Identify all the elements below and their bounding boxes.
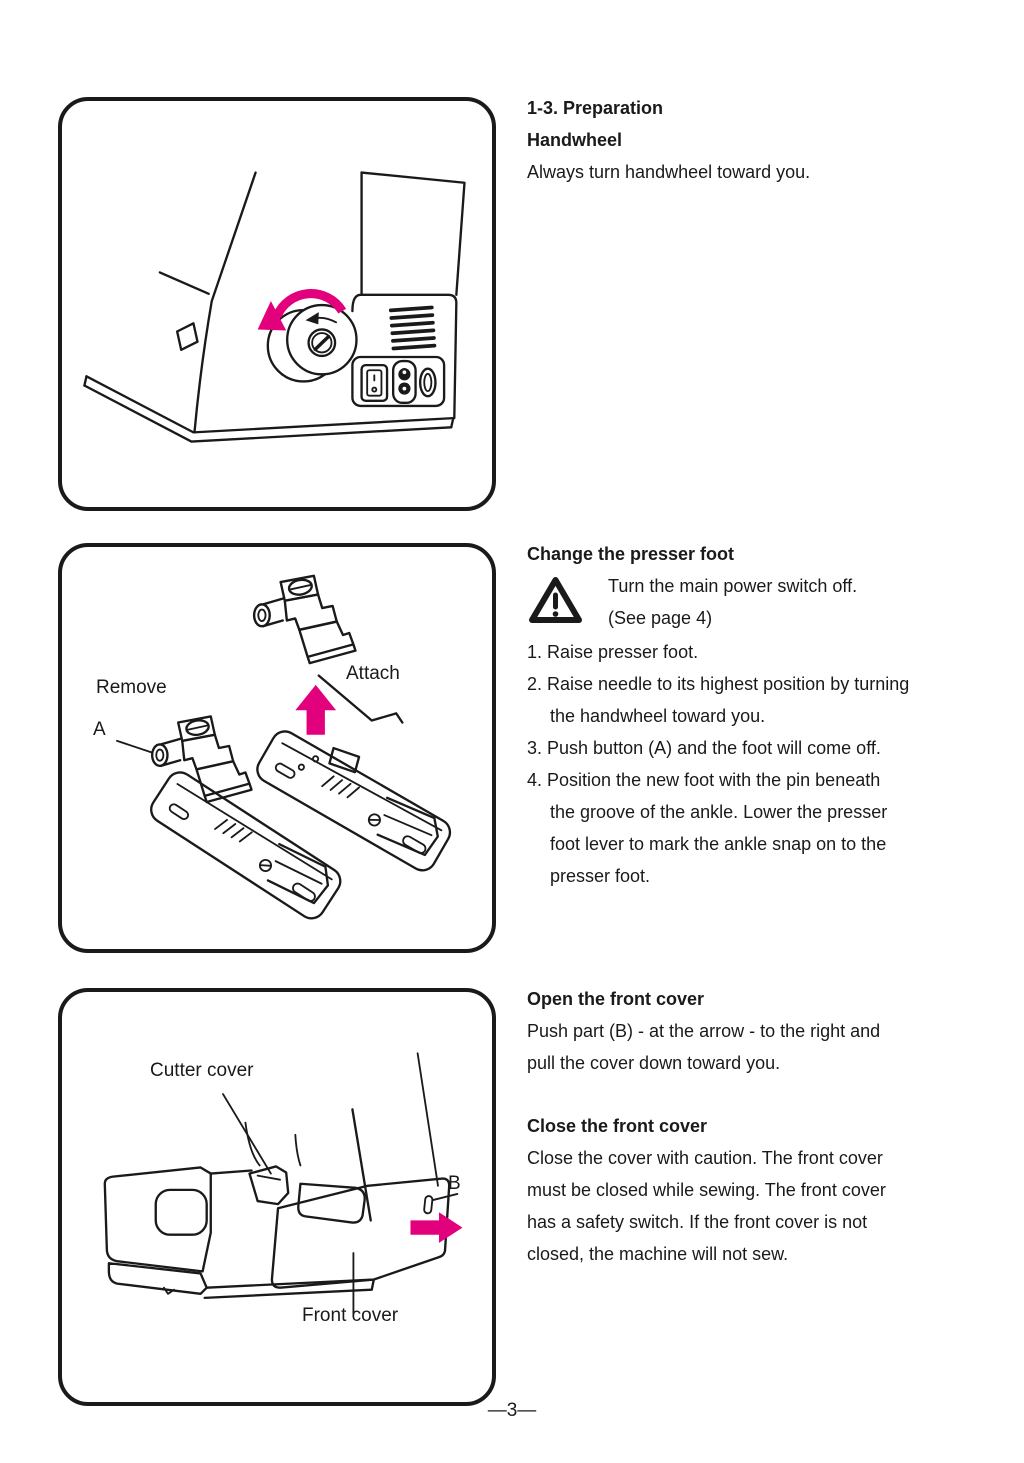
presser-bar-wire <box>317 674 404 724</box>
close-line-1: Close the cover with caution. The front … <box>527 1148 883 1168</box>
figure-front-cover: Cutter cover B Front cover <box>58 988 496 1406</box>
open-line-1: Push part (B) - at the arrow - to the ri… <box>527 1021 881 1041</box>
handwheel <box>266 303 358 383</box>
warning-note: Turn the main power switch off. (See pag… <box>527 570 999 636</box>
step-2: 2. Raise needle to its highest position … <box>527 674 910 726</box>
power-switch-panel <box>351 355 446 408</box>
vent-slots <box>388 305 437 351</box>
figure-handwheel <box>58 97 496 511</box>
open-line-2: pull the cover down toward you. <box>527 1053 781 1073</box>
section-front-cover: Open the front cover Push part (B) - at … <box>527 983 999 1270</box>
presser-foot-attach-ankle <box>252 574 404 724</box>
machine-body <box>83 171 466 443</box>
rotation-arrow-icon <box>257 288 347 331</box>
handwheel-heading: Handwheel <box>527 130 623 150</box>
change-presser-foot-heading: Change the presser foot <box>527 544 735 564</box>
step-1: 1. Raise presser foot. <box>527 642 699 662</box>
step-3: 3. Push button (A) and the foot will com… <box>527 738 881 758</box>
warning-icon <box>529 577 582 623</box>
open-front-cover-heading: Open the front cover <box>527 989 705 1009</box>
machine-lower-body <box>103 1166 375 1300</box>
warning-line-1: Turn the main power switch off. <box>608 576 858 596</box>
front-cover-illustration <box>103 1052 463 1316</box>
close-line-4: closed, the machine will not sew. <box>527 1244 789 1264</box>
close-line-3: has a safety switch. If the front cover … <box>527 1212 868 1232</box>
label-b-leader-line <box>416 1052 439 1187</box>
slot-b <box>423 1193 459 1215</box>
up-arrow-icon <box>295 684 337 735</box>
section-change-presser-foot: Change the presser foot Turn the main po… <box>527 538 999 892</box>
label-cutter-cover: Cutter cover <box>150 1060 254 1081</box>
front-cover-panel <box>270 1177 451 1316</box>
label-front-cover: Front cover <box>302 1305 399 1326</box>
label-attach: Attach <box>346 663 400 684</box>
presser-foot-illustration <box>116 574 456 925</box>
presser-foot-remove <box>116 715 347 925</box>
right-arrow-icon <box>410 1212 463 1243</box>
presser-foot-attach-sole <box>251 725 456 877</box>
handwheel-illustration <box>83 171 466 443</box>
label-remove: Remove <box>96 677 167 698</box>
page-number: —3— <box>487 1400 537 1421</box>
label-a: A <box>93 719 106 740</box>
section-preparation: 1-3. Preparation Handwheel Always turn h… <box>527 92 999 188</box>
section-heading: 1-3. Preparation <box>527 98 664 118</box>
step-4: 4. Position the new foot with the pin be… <box>527 770 888 886</box>
cutter-cover-shape <box>248 1165 290 1206</box>
close-front-cover-heading: Close the front cover <box>527 1116 708 1136</box>
warning-line-2: (See page 4) <box>608 608 713 628</box>
handwheel-body: Always turn handwheel toward you. <box>527 162 811 182</box>
label-b: B <box>448 1173 461 1194</box>
close-line-2: must be closed while sewing. The front c… <box>527 1180 886 1200</box>
figure-presser-foot: Remove A Attach <box>58 543 496 953</box>
label-a-leader-line <box>116 739 155 755</box>
